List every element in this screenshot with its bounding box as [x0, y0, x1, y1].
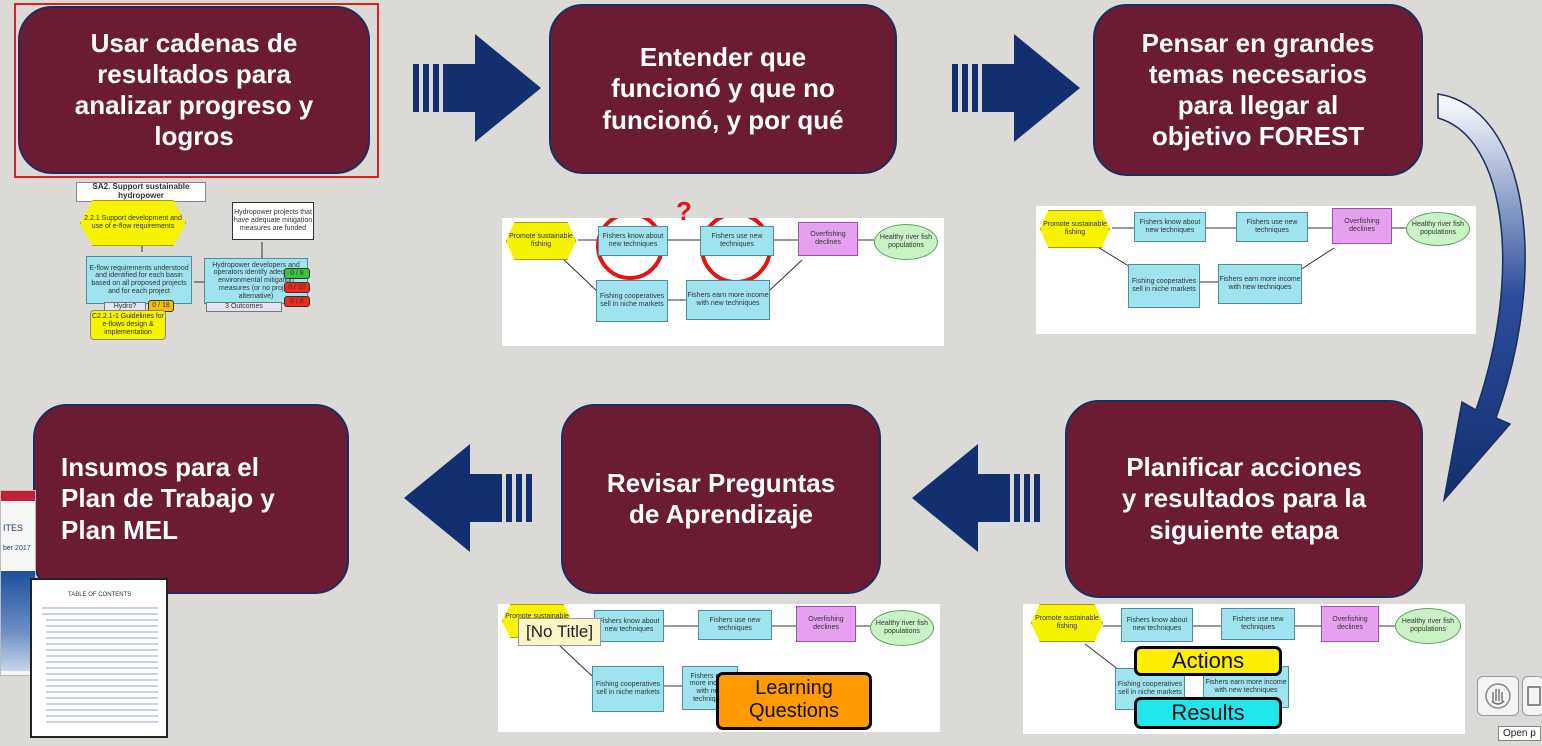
- step-6-box: Insumos para el Plan de Trabajo y Plan M…: [33, 404, 349, 594]
- step-4-box: Planificar acciones y resultados para la…: [1065, 400, 1423, 598]
- chain1-healthy: Healthy river fish populations: [874, 224, 938, 260]
- chain2-overfishing: Overfishing declines: [1332, 208, 1392, 244]
- step-2-box: Entender que funcionó y que no funcionó,…: [549, 4, 897, 174]
- chain4-overfishing: Overfishing declines: [1321, 606, 1379, 642]
- arrow-right-2-icon: [952, 34, 1080, 142]
- open-tooltip: Open p: [1498, 726, 1541, 741]
- learning-questions-label: Learning Questions: [716, 672, 872, 730]
- hydro-score-red-2: 0 / 8: [284, 296, 310, 307]
- chain1-earn-more: Fishers earn more income with new techni…: [686, 280, 770, 320]
- chain2-fishers-use: Fishers use new techniques: [1236, 212, 1308, 242]
- arrow-left-2-icon: [404, 444, 532, 552]
- chain1-cooperatives: Fishing cooperatives sell in niche marke…: [596, 280, 668, 322]
- step-1-highlight: [14, 3, 379, 178]
- chain-thumbnail-top-right: Promote sustainable fishing Fishers know…: [1036, 206, 1476, 334]
- step-6-text: Insumos para el Plan de Trabajo y Plan M…: [61, 452, 275, 545]
- hydro-title: SA2. Support sustainable hydropower: [76, 182, 206, 202]
- chain3-healthy: Healthy river fish populations: [870, 610, 934, 646]
- chain4-fishers-know: Fishers know about new techniques: [1121, 608, 1193, 642]
- chain1-promote: Promote sustainable fishing: [506, 222, 576, 260]
- doc-toc-title: TABLE OF CONTENTS: [68, 592, 132, 598]
- hydro-guidelines-node: C2.2.1-1 Guidelines for e-flows design &…: [90, 310, 166, 340]
- step-3-box: Pensar en grandes temas necesarios para …: [1093, 4, 1423, 176]
- no-title-tooltip: [No Title]: [518, 618, 602, 646]
- hydro-score-red-1: 0 / 10: [284, 282, 310, 293]
- chain2-healthy: Healthy river fish populations: [1406, 212, 1470, 246]
- chain1-fishers-use: Fishers use new techniques: [700, 226, 774, 256]
- step-5-box: Revisar Preguntas de Aprendizaje: [561, 404, 881, 594]
- step-3-text: Pensar en grandes temas necesarios para …: [1141, 27, 1375, 152]
- hydro-outcomes-label: 3 Outcomes: [206, 302, 282, 312]
- chain-question-thumbnail: Promote sustainable fishing Fishers know…: [502, 218, 944, 346]
- arrow-right-1-icon: [413, 34, 541, 142]
- chain4-promote: Promote sustainable fishing: [1031, 604, 1103, 642]
- step-1-text: Usar cadenas de resultados para analizar…: [74, 27, 314, 152]
- hydro-left-node: E-flow requirements understood and ident…: [86, 256, 192, 304]
- hydro-chain-thumbnail: SA2. Support sustainable hydropower 2.2.…: [66, 182, 316, 342]
- chain2-fishers-know: Fishers know about new techniques: [1134, 212, 1206, 242]
- arrow-left-1-icon: [912, 444, 1040, 552]
- step-4-text: Planificar acciones y resultados para la…: [1121, 452, 1367, 545]
- chain4-fishers-use: Fishers use new techniques: [1221, 608, 1295, 640]
- chain4-healthy: Healthy river fish populations: [1395, 608, 1461, 644]
- document-toc-thumbnail: TABLE OF CONTENTS: [30, 578, 168, 738]
- chain3-cooperatives: Fishing cooperatives sell in niche marke…: [592, 666, 664, 712]
- hydro-score-green: 0 / 8: [284, 268, 310, 279]
- doc-title: ITES: [3, 523, 24, 533]
- page-view-button[interactable]: [1522, 676, 1542, 716]
- step-5-text: Revisar Preguntas de Aprendizaje: [606, 467, 836, 529]
- chain3-overfishing: Overfishing declines: [796, 606, 856, 642]
- hand-tool-button[interactable]: [1477, 676, 1519, 716]
- chain2-cooperatives: Fishing cooperatives sell in niche marke…: [1128, 264, 1200, 308]
- hand-icon: [1485, 683, 1511, 709]
- results-label: Results: [1134, 697, 1282, 729]
- hydro-yellow-node: 2.2.1 Support development and use of e-f…: [80, 200, 186, 246]
- curved-arrow-icon: [1437, 93, 1526, 503]
- chain1-fishers-know: Fishers know about new techniques: [598, 226, 668, 256]
- step-1-box: Usar cadenas de resultados para analizar…: [18, 6, 370, 174]
- step-2-text: Entender que funcionó y que no funcionó,…: [602, 42, 844, 135]
- actions-label: Actions: [1134, 646, 1282, 676]
- question-mark: ?: [676, 196, 692, 226]
- chain2-promote: Promote sustainable fishing: [1040, 210, 1110, 248]
- chain2-earn-more: Fishers earn more income with new techni…: [1218, 264, 1302, 304]
- chain1-overfishing: Overfishing declines: [798, 222, 858, 256]
- doc-date: ber 2017: [3, 545, 31, 552]
- hydro-top-right-node: Hydropower projects that have adequate m…: [232, 202, 314, 240]
- page-icon: [1527, 686, 1541, 706]
- chain3-fishers-use: Fishers use new techniques: [698, 610, 772, 640]
- chain3-fishers-know: Fishers know about new techniques: [594, 610, 664, 642]
